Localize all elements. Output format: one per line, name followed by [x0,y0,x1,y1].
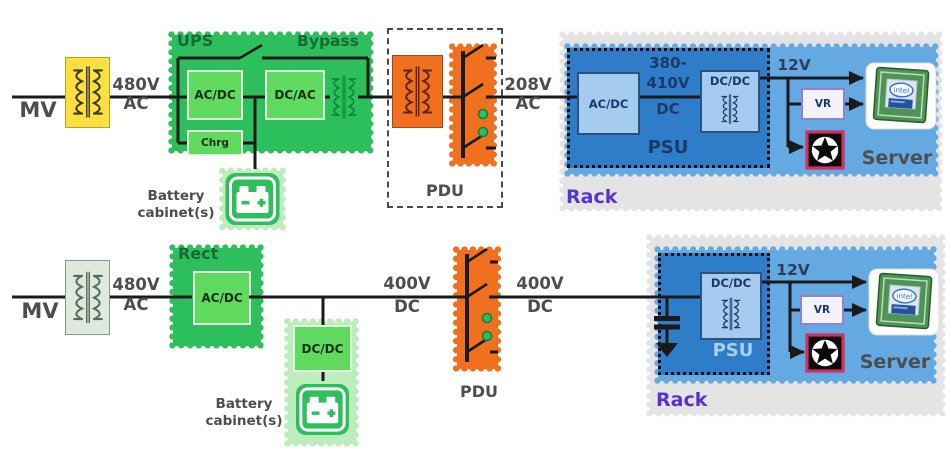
bypass-label: Bypass [297,32,359,50]
ups-inverter-label: DC/AC [274,88,316,102]
psu-acdc-label: AC/DC [588,96,629,111]
fan-icon [805,333,845,373]
mv-source-label: MV [19,98,57,122]
rack-label: Rack [566,186,618,208]
battery-cabinet-label: cabinet(s) [137,205,215,221]
fan-icon [805,130,845,170]
battery-cabinet-label: Battery [215,396,273,412]
dc-bus-label: DC [656,100,680,118]
dist-voltage-label: 208V [504,75,552,94]
cpu-icon: intel [868,267,940,337]
psu-dcdc-label: DC/DC [709,74,751,88]
dc-bus-label: 410V [646,74,690,92]
battery-cabinet-label: Battery [147,188,205,204]
psu-acdc-box: AC/DC [577,72,640,135]
ups-charger-box: Chrg [187,130,243,156]
battery-dcdc-box: DC/DC [293,325,352,372]
svg-text:intel: intel [896,292,912,301]
psu-dcdc-label: DC/DC [710,276,752,290]
cpu-icon: intel [865,62,937,130]
ups-title: UPS [177,31,214,50]
server-label: Server [861,147,933,169]
rail-voltage-label: 12V [776,261,810,279]
pdu-transformer-box [392,55,443,128]
mv-source-label: MV [21,299,59,323]
rectifier-acdc-label: AC/DC [201,291,243,305]
bus-voltage-label: 400V [383,274,431,293]
pdu-switchboard [452,245,502,373]
svg-text:intel: intel [893,86,909,95]
battery-dcdc-label: DC/DC [301,341,344,356]
feed-voltage-label: 480V [112,275,160,294]
rectifier-title: Rect [178,244,219,263]
ups-rectifier-box: AC/DC [187,70,243,120]
dist-type-label: AC [515,94,541,113]
vr-label: VR [814,98,832,110]
server-label: Server [859,351,931,373]
pdu-switchboard [448,42,498,168]
feed-type-label: AC [123,295,149,314]
psu-dcdc-box: DC/DC [700,272,762,340]
dist-voltage-label: 400V [516,274,564,293]
psu-label: PSU [647,137,689,158]
feed-type-label: AC [123,94,149,113]
rail-voltage-label: 12V [777,56,811,74]
dist-type-label: DC [527,297,553,316]
rack-label: Rack [656,389,708,411]
ups-inverter-box: DC/AC [265,70,325,120]
bus-type-label: DC [394,297,420,316]
dc-bus-label: 380- [649,54,687,72]
vr-box: VR [800,295,844,325]
psu-dcdc-box: DC/DC [700,70,760,133]
rectifier-acdc-box: AC/DC [193,271,251,325]
battery-icon [295,381,350,438]
vr-label: VR [813,304,831,316]
feed-voltage-label: 480V [112,75,160,94]
battery-cabinet-label: cabinet(s) [205,413,283,429]
ups-charger-label: Chrg [201,137,229,149]
ups-rectifier-label: AC/DC [194,88,236,102]
battery-icon [224,172,281,226]
pdu-label: PDU [426,181,464,200]
vr-box: VR [801,88,845,120]
pdu-label: PDU [460,382,498,401]
psu-label: PSU [712,340,754,361]
